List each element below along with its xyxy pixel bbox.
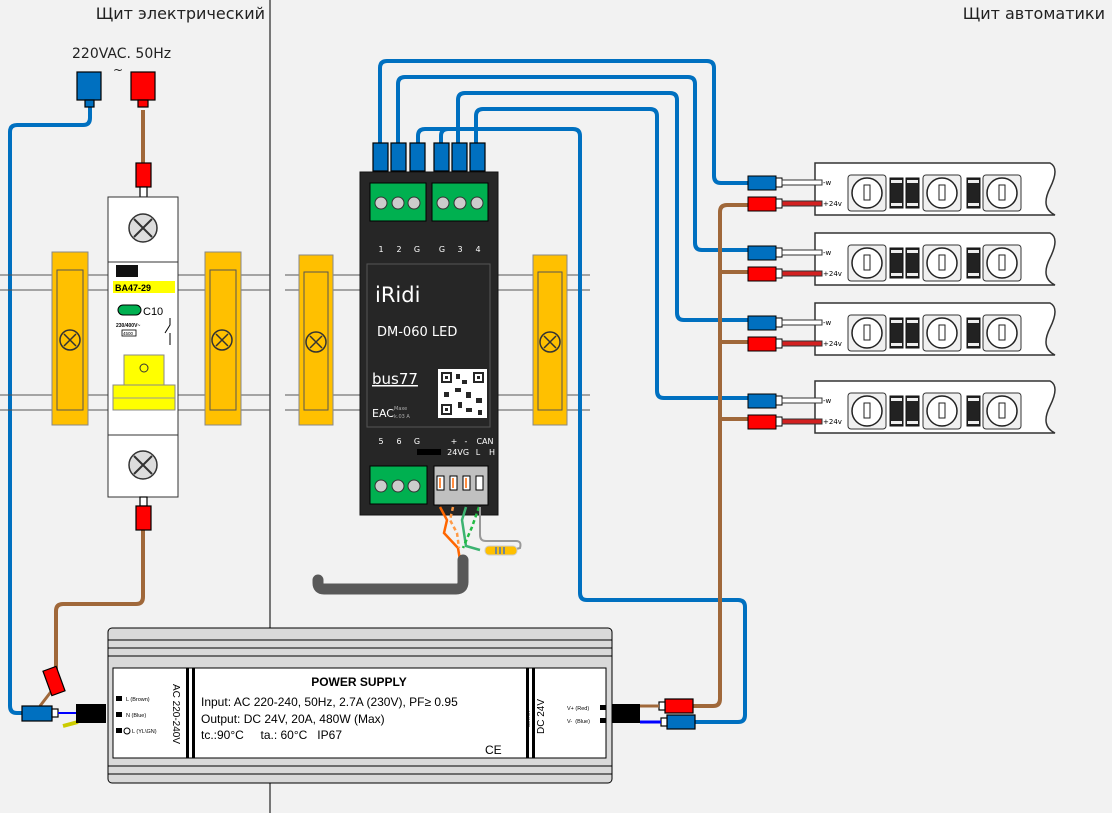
- strip-minus-label: -w: [823, 397, 832, 405]
- termination-resistor: [484, 545, 518, 556]
- terminal-label: G: [414, 245, 420, 254]
- ps-title: POWER SUPPLY: [311, 675, 407, 689]
- strip-plus-label: +24v: [823, 200, 842, 208]
- qr-code: [438, 369, 487, 418]
- eac-mark: EAC: [372, 407, 394, 420]
- din-clip: [51, 251, 89, 426]
- breaker-rating: C10: [143, 306, 163, 318]
- terminal-label: 2: [396, 245, 401, 254]
- module-brand: iRidi: [375, 283, 420, 307]
- right-panel-title: Щит автоматики: [963, 4, 1105, 23]
- terminal-label: 6: [396, 437, 401, 446]
- circuit-breaker: BA47-29 C10 230/400V~ 4500: [107, 162, 179, 531]
- vplus-connector: [664, 698, 694, 714]
- terminal-label: L: [476, 448, 481, 457]
- phase-wire-out: [54, 530, 145, 675]
- module-small-text: Maxe: [394, 406, 407, 412]
- breaker-voltage: 230/400V~: [116, 323, 140, 329]
- ps-pin-label: V- (Blue): [567, 719, 590, 725]
- wire-ferrules: [372, 142, 486, 172]
- breaker-code: 4500: [123, 331, 134, 336]
- led-strip: -w +24v: [747, 232, 1056, 286]
- ps-output-tag: OUTPUT: [526, 710, 531, 727]
- ps-input-tag: INPUT: [185, 702, 190, 715]
- left-panel-title: Щит электрический: [96, 4, 265, 23]
- led-strip: -w +24v: [747, 380, 1056, 434]
- terminal-label: CAN: [476, 437, 493, 446]
- terminal-label: 3: [457, 245, 462, 254]
- strip-plus-label: +24v: [823, 340, 842, 348]
- strip-minus-label: -w: [823, 249, 832, 257]
- breaker-model: BA47-29: [115, 283, 151, 293]
- ps-pin-label: N (Blue): [126, 713, 146, 719]
- neutral-plug: [76, 71, 102, 108]
- power-supply: POWER SUPPLY Input: AC 220-240, 50Hz, 2.…: [21, 627, 696, 784]
- ground-icon: [123, 727, 131, 735]
- brand-logo: [116, 265, 138, 277]
- ps-dc-label: DC 24V: [536, 699, 547, 734]
- ps-pin-label: V+ (Red): [567, 706, 589, 712]
- strip-minus-label: -w: [823, 179, 832, 187]
- terminal-label: 24V: [447, 448, 463, 457]
- ps-pin-label: L (YL\GN): [132, 729, 157, 735]
- strip-plus-label: +24v: [823, 418, 842, 426]
- terminal-label: 1: [378, 245, 383, 254]
- terminal-label: 5: [378, 437, 383, 446]
- neutral-wire: [8, 106, 92, 715]
- ps-ac-label: AC 220-240V: [170, 684, 181, 744]
- phase-plug: [130, 71, 156, 108]
- mains-label: 220VAC. 50Hz: [72, 46, 171, 62]
- ps-temps: tc.:90°C ta.: 60°C IP67: [201, 728, 342, 742]
- ps-ce-mark: CE: [485, 743, 502, 757]
- control-wires: [378, 59, 752, 724]
- din-clip: [298, 254, 334, 426]
- terminal-label: G: [463, 448, 469, 457]
- ps-output-spec: Output: DC 24V, 20A, 480W (Max): [201, 712, 385, 726]
- strip-minus-label: -w: [823, 319, 832, 327]
- module-model: DM-060 LED: [377, 325, 457, 340]
- bus-logo: bus77: [372, 370, 418, 388]
- mains-tilde: ~: [113, 63, 123, 77]
- dimmer-module: 1 2 G G 3 4 iRidi DM-060 LED bus77 EAC M…: [359, 142, 499, 516]
- led-strip: -w +24v: [747, 302, 1056, 356]
- module-small-text: k.03 A: [394, 414, 410, 420]
- can-cable: [312, 506, 522, 595]
- led-strip: -w +24v: [747, 162, 1056, 216]
- terminal-label: -: [465, 437, 468, 446]
- neutral-connector: [21, 705, 53, 722]
- strip-plus-label: +24v: [823, 270, 842, 278]
- din-clip: [204, 251, 242, 426]
- terminal-label: G: [439, 245, 445, 254]
- terminal-label: G: [414, 437, 420, 446]
- terminal-label: 4: [475, 245, 480, 254]
- terminal-label: H: [489, 448, 495, 457]
- phase-connector: [42, 665, 66, 697]
- ps-pin-label: L (Brown): [126, 697, 150, 703]
- ps-input-spec: Input: AC 220-240, 50Hz, 2.7A (230V), PF…: [201, 695, 458, 709]
- terminal-label: +: [451, 437, 458, 446]
- vminus-connector: [666, 714, 696, 730]
- din-clip: [532, 254, 568, 426]
